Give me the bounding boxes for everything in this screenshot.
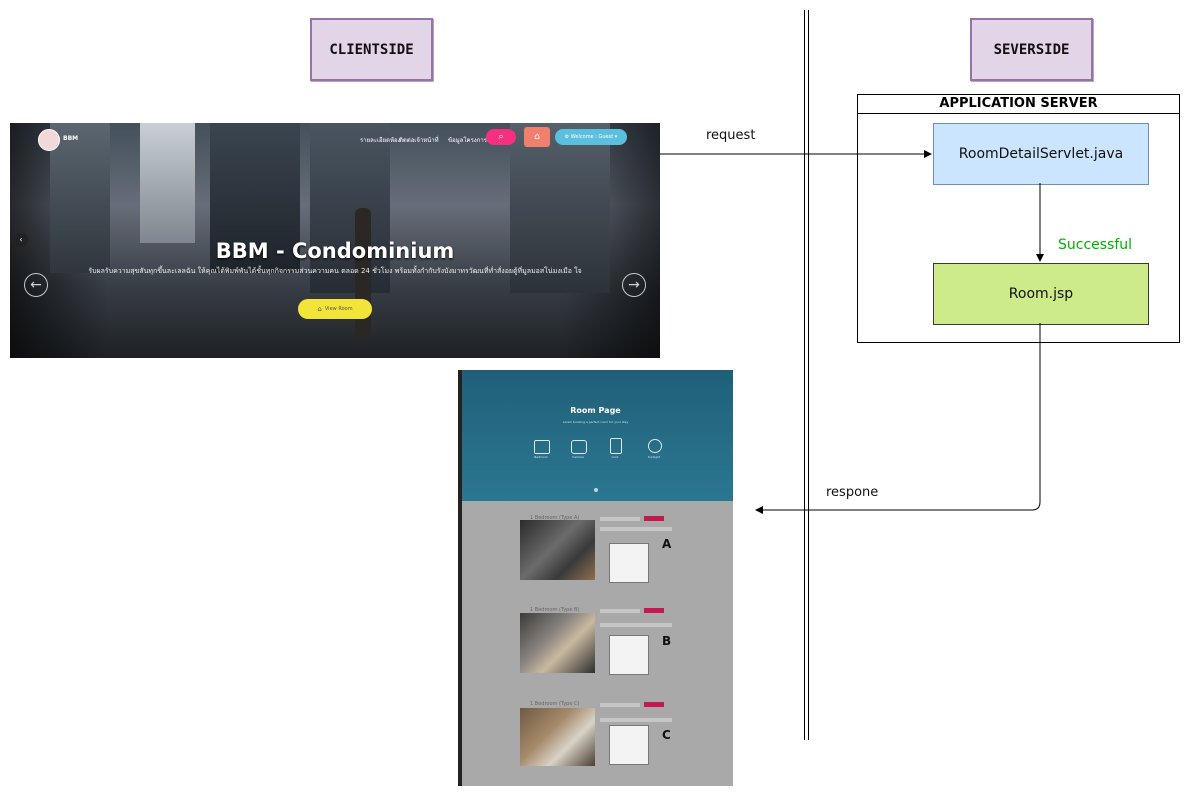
- jsp-box: Room.jsp: [933, 263, 1149, 325]
- room-page-subtitle: Lorem booking a perfect room for your st…: [562, 420, 629, 424]
- room-page-header: Room Page Lorem booking a perfect room f…: [458, 370, 733, 501]
- servlet-box: RoomDetailServlet.java: [933, 123, 1149, 185]
- brand-text[interactable]: BBM: [63, 135, 79, 142]
- bedroom-icon: [534, 440, 550, 454]
- card-letter: A: [662, 537, 672, 551]
- view-room-button[interactable]: ⌂View Room: [298, 299, 372, 319]
- gear-icon: ⚙: [564, 134, 571, 140]
- nav-room-detail[interactable]: รายละเอียดห้อง: [360, 137, 401, 144]
- application-server-title: APPLICATION SERVER: [858, 95, 1179, 114]
- clientside-note: CLIENTSIDE: [310, 18, 433, 81]
- successful-label: Successful: [1058, 237, 1133, 253]
- floor-plan[interactable]: [609, 635, 649, 675]
- response-arrow: [755, 323, 1041, 514]
- response-label: respone: [826, 485, 879, 500]
- separator-line-left: [804, 10, 805, 740]
- bank-icon[interactable]: ⌂: [524, 127, 550, 147]
- lock-icon: [610, 438, 622, 454]
- side-chevron-icon[interactable]: ‹: [14, 233, 28, 247]
- hero-title: BBM - Condominium: [215, 239, 455, 263]
- feature-label: Sunlight: [647, 455, 661, 459]
- feature-label: Bedroom: [534, 455, 548, 459]
- search-icon[interactable]: ⌕: [486, 129, 516, 145]
- floor-plan[interactable]: [609, 725, 649, 765]
- card-meta: [600, 703, 640, 707]
- serverside-note: SEVERSIDE: [970, 18, 1093, 81]
- application-server-container: APPLICATION SERVER: [857, 94, 1180, 343]
- scroll-indicator: [594, 488, 598, 492]
- feature-label: Camera: [572, 455, 584, 459]
- card-letter: C: [662, 728, 671, 742]
- card-letter: B: [662, 634, 672, 648]
- nav-project-info[interactable]: ข้อมูลโครงการ: [448, 137, 487, 144]
- card-action-button[interactable]: [644, 702, 664, 707]
- floor-plan[interactable]: [609, 543, 649, 583]
- card-title: 1 Bedroom (Type B): [530, 607, 580, 613]
- separator-line-right: [808, 10, 809, 740]
- room-page-title: Room Page: [570, 406, 621, 415]
- page-spine: [458, 370, 462, 786]
- feature-label: Lock: [611, 455, 619, 459]
- sun-icon: [648, 439, 662, 453]
- prev-arrow-icon[interactable]: ←: [24, 273, 48, 297]
- room-page-screenshot: Room Page Lorem booking a perfect room f…: [458, 370, 733, 786]
- card-meta: [600, 527, 672, 531]
- card-title: 1 Bedroom (Type A): [530, 515, 580, 521]
- card-title: 1 Bedroom (Type C): [530, 701, 580, 707]
- next-arrow-icon[interactable]: →: [622, 273, 646, 297]
- logo-icon[interactable]: [38, 129, 60, 151]
- view-room-label: View Room: [324, 306, 353, 312]
- request-label: request: [706, 128, 756, 143]
- room-photo[interactable]: [520, 708, 595, 766]
- welcome-label: Welcome : Guest ▾: [570, 134, 618, 140]
- card-meta: [600, 609, 640, 613]
- room-photo[interactable]: [520, 520, 595, 580]
- nav-contact[interactable]: ติดต่อเจ้าหน้าที่: [399, 137, 439, 144]
- homepage-screenshot: BBM รายละเอียดห้อง ติดต่อเจ้าหน้าที่ ข้อ…: [10, 123, 660, 358]
- card-meta: [600, 718, 672, 722]
- card-meta: [600, 623, 672, 627]
- card-action-button[interactable]: [644, 516, 664, 521]
- card-action-button[interactable]: [644, 608, 664, 613]
- room-photo[interactable]: [520, 613, 595, 673]
- camera-icon: [571, 440, 587, 454]
- home-icon: ⌂: [317, 305, 322, 313]
- hero-subtitle: รับผลรับความสุขสันทุกขึ้นละเลลฉัน ให้คุณ…: [88, 267, 582, 275]
- welcome-button[interactable]: ⚙ Welcome : Guest ▾: [555, 129, 627, 145]
- card-meta: [600, 517, 640, 521]
